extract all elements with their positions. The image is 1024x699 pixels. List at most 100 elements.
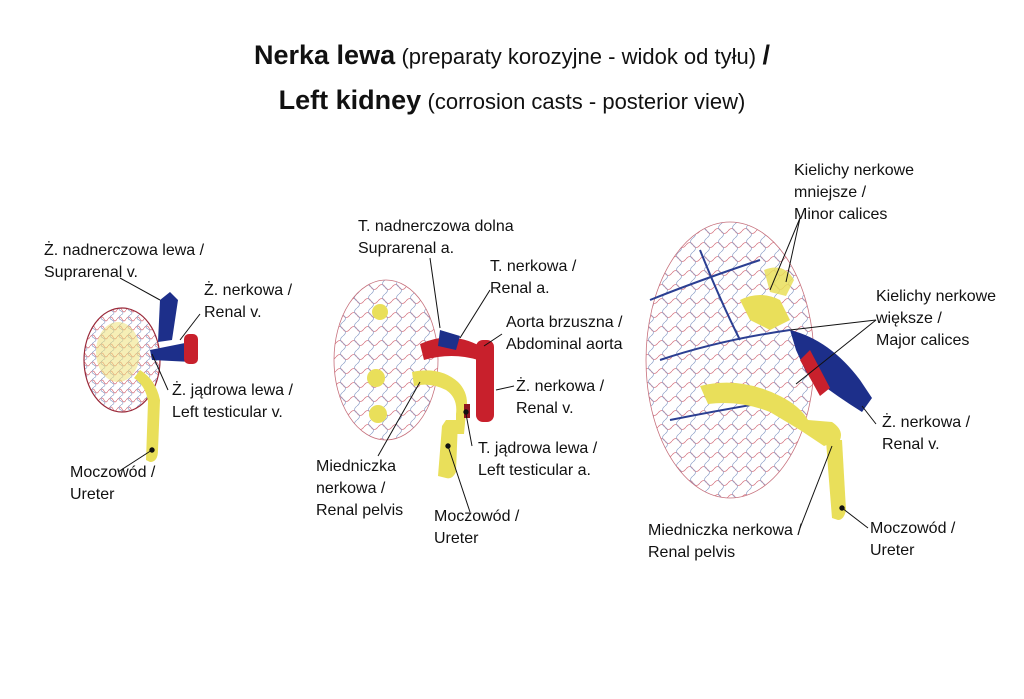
label-2-suprarenal-a: T. nadnerczowa dolna Suprarenal a.: [358, 216, 514, 260]
kidney-3-minor-calices: [740, 295, 790, 330]
label-text: Ureter: [870, 542, 915, 559]
leader-2-testicular-a-dot: [463, 409, 469, 415]
kidney-3-minor-calices-top: [764, 267, 794, 296]
kidney-1-renal-artery: [184, 334, 198, 364]
label-1-suprarenal-v: Ż. nadnerczowa lewa / Suprarenal v.: [44, 240, 204, 284]
label-2-pelvis: Miedniczka nerkowa / Renal pelvis: [316, 456, 403, 522]
label-text: Aorta brzuszna /: [506, 314, 623, 331]
label-text: Renal v.: [204, 304, 262, 321]
label-1-testicular-v: Ż. jądrowa lewa / Left testicular v.: [172, 380, 293, 424]
title-polish-rest: (preparaty korozyjne - widok od tyłu): [401, 44, 757, 69]
title-line-1: Nerka lewa (preparaty korozyjne - widok …: [0, 40, 1024, 71]
label-text: Abdominal aorta: [506, 336, 623, 353]
label-text: Major calices: [876, 332, 970, 349]
label-3-major-calices: Kielichy nerkowe większe / Major calices: [876, 286, 996, 352]
label-2-aorta: Aorta brzuszna / Abdominal aorta: [506, 312, 623, 356]
label-text: Ureter: [70, 486, 115, 503]
leader-2-renal-a: [459, 289, 491, 339]
leader-2-renal-v: [495, 385, 515, 391]
label-text: Ż. jądrowa lewa /: [172, 382, 293, 399]
label-text: T. nerkowa /: [490, 258, 577, 275]
label-text: Left testicular a.: [478, 462, 591, 479]
label-text: mniejsze /: [794, 184, 867, 201]
kidney-2-cortex: [333, 279, 439, 441]
leader-3-major-calices-a: [789, 319, 877, 331]
label-text: Miedniczka: [316, 458, 397, 475]
label-text: Renal a.: [490, 280, 550, 297]
label-text: Moczowód /: [870, 520, 956, 537]
kidney-3-renal-vein: [790, 330, 872, 412]
kidney-2-renal-artery: [420, 337, 480, 360]
leader-2-suprarenal-a: [429, 257, 441, 329]
label-text: Suprarenal a.: [358, 240, 455, 257]
label-text: Miedniczka nerkowa /: [648, 522, 802, 539]
kidney-2-ureter: [438, 420, 458, 479]
label-1-renal-v: Ż. nerkowa / Renal v.: [204, 280, 292, 324]
leader-1-ureter-dot: [149, 447, 155, 453]
label-text: Suprarenal v.: [44, 264, 138, 281]
label-text: większe /: [876, 310, 942, 327]
kidney-1-renal-vein: [150, 342, 192, 362]
leader-1-suprarenal-v: [119, 277, 161, 301]
leader-3-renal-v: [861, 405, 877, 425]
leader-2-pelvis: [377, 381, 421, 457]
label-text: Ż. nadnerczowa lewa /: [44, 242, 205, 259]
leader-3-pelvis: [799, 445, 833, 529]
leader-2-aorta: [483, 333, 503, 347]
label-3-renal-v: Ż. nerkowa / Renal v.: [882, 412, 970, 456]
leader-3-minor-calices-a: [769, 217, 801, 291]
label-text: Renal v.: [516, 400, 574, 417]
kidney-2-calyx-middle: [367, 369, 385, 387]
kidney-2-renal-pelvis: [412, 370, 467, 434]
label-2-ureter: Moczowód / Ureter: [434, 506, 519, 550]
kidney-2-abdominal-aorta: [476, 340, 494, 422]
label-text: Minor calices: [794, 206, 888, 223]
leader-1-testicular-v: [151, 353, 169, 391]
label-text: Renal pelvis: [316, 502, 404, 519]
kidney-1-ureter: [134, 370, 160, 462]
leader-2-ureter: [447, 445, 471, 513]
kidney-3-ureter: [826, 440, 846, 520]
leader-2-testicular-a: [465, 413, 473, 447]
label-2-renal-a: T. nerkowa / Renal a.: [490, 256, 576, 300]
label-text: Left testicular v.: [172, 404, 283, 421]
label-3-minor-calices: Kielichy nerkowe mniejsze / Minor calice…: [794, 160, 914, 226]
kidney-1-suprarenal-vein: [158, 292, 178, 342]
leader-1-ureter: [117, 449, 153, 473]
label-text: Kielichy nerkowe: [794, 162, 915, 179]
label-text: Ż. nerkowa /: [204, 282, 293, 299]
label-3-pelvis: Miedniczka nerkowa / Renal pelvis: [648, 520, 802, 564]
title-slash: /: [762, 40, 770, 70]
label-text: Ureter: [434, 530, 479, 547]
label-text: Renal v.: [882, 436, 940, 453]
kidney-3-major-calices-pelvis: [700, 382, 841, 446]
kidney-3-cortex: [645, 221, 815, 499]
title-line-2: Left kidney (corrosion casts - posterior…: [0, 85, 1024, 116]
specimen-3-large-kidney: [645, 221, 872, 520]
label-text: nerkowa /: [316, 480, 386, 497]
specimen-2-medium-kidney: [333, 279, 494, 479]
kidney-3-vein-branches: [649, 249, 791, 421]
label-text: Moczowód /: [70, 464, 156, 481]
kidney-2-renal-vein: [438, 330, 460, 350]
label-text: T. nadnerczowa dolna: [358, 218, 514, 235]
label-1-ureter: Moczowód / Ureter: [70, 462, 155, 506]
kidney-1-pelvis-cast: [96, 322, 140, 382]
leader-1-renal-v: [179, 313, 201, 341]
label-text: Renal pelvis: [648, 544, 736, 561]
leader-3-ureter: [841, 507, 869, 529]
label-text: Ż. nerkowa /: [882, 414, 971, 431]
label-text: Kielichy nerkowe: [876, 288, 997, 305]
title-english-rest: (corrosion casts - posterior view): [427, 89, 746, 114]
label-3-ureter: Moczowód / Ureter: [870, 518, 955, 562]
label-2-testicular-a: T. jądrowa lewa / Left testicular a.: [478, 438, 597, 482]
title-english-bold: Left kidney: [278, 85, 422, 115]
specimen-1-small-kidney: [83, 292, 198, 462]
leader-3-minor-calices-b: [785, 217, 801, 283]
title-polish-bold: Nerka lewa: [254, 40, 396, 70]
leader-2-ureter-dot: [445, 443, 451, 449]
label-text: Moczowód /: [434, 508, 520, 525]
kidney-2-calyx-upper: [372, 304, 388, 320]
